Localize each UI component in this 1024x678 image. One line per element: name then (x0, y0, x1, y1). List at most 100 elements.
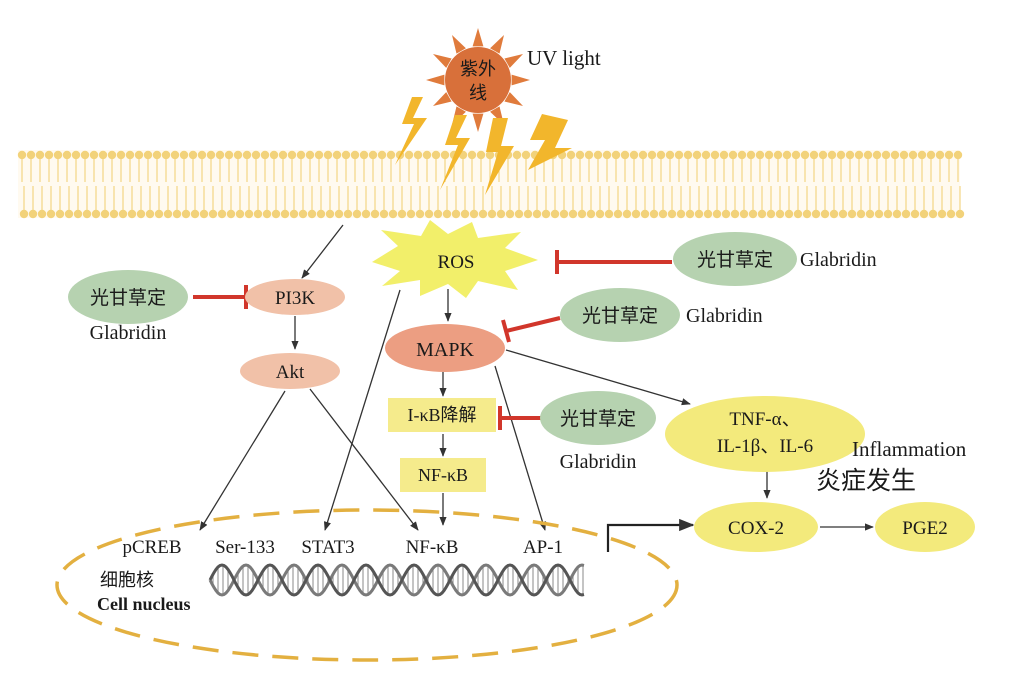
lipid-head (926, 150, 936, 160)
lipid-head (316, 209, 326, 219)
lipid-head (323, 150, 333, 160)
lipid-head (181, 209, 191, 219)
sun-ray (472, 28, 484, 47)
sun-ray (452, 35, 466, 54)
pathway-arrows (199, 224, 874, 531)
lipid-head (755, 150, 765, 160)
lipid-head (847, 209, 857, 219)
lipid-head (28, 209, 38, 219)
lipid-head (899, 150, 909, 160)
lipid-head (388, 209, 398, 219)
lipid-head (638, 150, 648, 160)
lipid-head (640, 209, 650, 219)
lipid-head (161, 150, 171, 160)
glabridin-en: Glabridin (560, 451, 637, 473)
sun-ray (426, 74, 445, 86)
ikb-box (388, 398, 496, 432)
lipid-head (307, 209, 317, 219)
glabridin-node-ros: 光甘草定 Glabridin (673, 232, 877, 286)
nfkb-box-label: NF-κB (418, 465, 468, 485)
lipid-head (325, 209, 335, 219)
lipid-head (784, 209, 794, 219)
lipid-head (190, 209, 200, 219)
lipid-head (197, 150, 207, 160)
lipid-head (613, 209, 623, 219)
lipid-head (460, 209, 470, 219)
lipid-head (226, 209, 236, 219)
ros-label: ROS (438, 252, 475, 273)
lipid-head (451, 209, 461, 219)
lipid-head (694, 209, 704, 219)
arrow-mapk-to-ap1 (494, 365, 547, 531)
lipid-head (683, 150, 693, 160)
glabridin-node-pi3k: 光甘草定 Glabridin (68, 270, 188, 344)
lipid-head (253, 209, 263, 219)
arrow-nucleus-to-cox2 (606, 518, 695, 552)
dna-strand (208, 563, 585, 597)
lipid-head (143, 150, 153, 160)
cell-membrane (17, 150, 965, 219)
lipid-head (73, 209, 83, 219)
lipid-head (305, 150, 315, 160)
lipid-head (829, 209, 839, 219)
lipid-head (172, 209, 182, 219)
lipid-head (782, 150, 792, 160)
lipid-head (19, 209, 29, 219)
lipid-head (577, 209, 587, 219)
lipid-head (955, 209, 965, 219)
lipid-head (100, 209, 110, 219)
lipid-head (334, 209, 344, 219)
lipid-head (298, 209, 308, 219)
lipid-head (46, 209, 56, 219)
lipid-head (818, 150, 828, 160)
lipid-head (359, 150, 369, 160)
lipid-head (676, 209, 686, 219)
lipid-head (127, 209, 137, 219)
lipid-head (820, 209, 830, 219)
lipid-head (928, 209, 938, 219)
lightning-icons (395, 97, 572, 195)
lipid-head (343, 209, 353, 219)
lipid-head (656, 150, 666, 160)
lipid-head (278, 150, 288, 160)
lipid-head (766, 209, 776, 219)
lipid-head (386, 150, 396, 160)
lipid-head (431, 150, 441, 160)
lipid-head (406, 209, 416, 219)
lipid-head (604, 209, 614, 219)
glabridin-cn: 光甘草定 (582, 305, 658, 327)
lipid-head (800, 150, 810, 160)
lipid-head (280, 209, 290, 219)
lipid-head (476, 150, 486, 160)
lipid-head (350, 150, 360, 160)
lipid-head (566, 150, 576, 160)
lipid-head (622, 209, 632, 219)
lipid-head (271, 209, 281, 219)
lipid-head (179, 150, 189, 160)
lipid-head (946, 209, 956, 219)
lipid-head (287, 150, 297, 160)
sun-ray (511, 74, 530, 86)
lipid-head (440, 150, 450, 160)
cytokine-node (665, 396, 865, 472)
lipid-head (487, 209, 497, 219)
lipid-head (206, 150, 216, 160)
lipid-head (413, 150, 423, 160)
lipid-head (107, 150, 117, 160)
uv-sun-icon: 紫外 线 (426, 28, 530, 132)
sun-ray (504, 54, 523, 68)
lipid-head (55, 209, 65, 219)
glabridin-node-ikb: 光甘草定 Glabridin (540, 391, 656, 473)
nucleus-cn-label: 细胞核 (100, 570, 154, 591)
lipid-head (811, 209, 821, 219)
lipid-head (442, 209, 452, 219)
lipid-head (512, 150, 522, 160)
inflammation-cn-label: 炎症发生 (816, 466, 916, 495)
lipid-head (415, 209, 425, 219)
lipid-head (737, 150, 747, 160)
lipid-head (64, 209, 74, 219)
glabridin-cn: 光甘草定 (697, 249, 773, 271)
sun-rays (426, 28, 530, 132)
lipid-head (118, 209, 128, 219)
lipid-head (262, 209, 272, 219)
